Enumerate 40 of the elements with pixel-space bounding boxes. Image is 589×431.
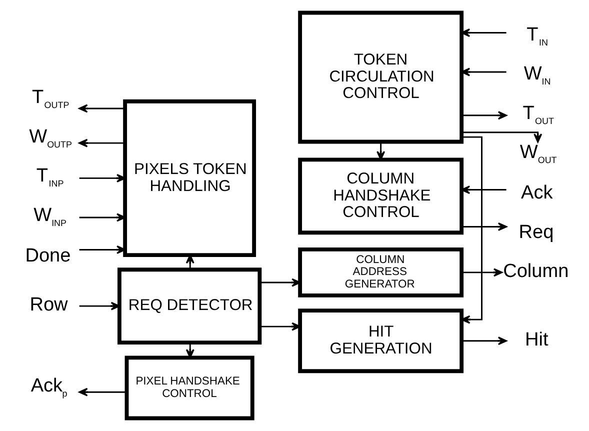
node-box: PIXELS TOKEN HANDLING: [122, 99, 256, 257]
arrow: [259, 278, 300, 287]
node-text: Req: [518, 222, 554, 243]
arrow: [78, 213, 126, 222]
arrow: [185, 254, 194, 270]
arrow: [185, 342, 194, 358]
node-text: Column: [502, 261, 568, 282]
node-text: W$_{OUT}$: [519, 142, 556, 166]
node-box: TOKEN CIRCULATION CONTROL: [298, 10, 464, 144]
node-text: W$_{INP}$: [33, 204, 66, 228]
node-box: HIT GENERATION: [298, 308, 464, 374]
node-text: T$_{OUTP}$: [31, 87, 69, 110]
arrow: [78, 302, 120, 310]
arrow: [461, 268, 502, 277]
arrow: [259, 322, 300, 331]
node-box: COLUMN HANDSHAKE CONTROL: [298, 158, 464, 235]
node-box: PIXEL HANDSHAKE CONTROL: [124, 356, 254, 420]
arrow: [78, 138, 124, 148]
node-text: Ack$_{p}$: [30, 375, 67, 398]
node-text: T$_{IN}$: [526, 24, 548, 48]
node-box: REQ DETECTOR: [116, 268, 262, 344]
node-text: T$_{OUT}$: [522, 102, 554, 126]
arrow: [78, 388, 126, 396]
arrow: [461, 111, 507, 120]
node-text: Row: [29, 294, 68, 316]
arrow: [461, 132, 542, 143]
arrow: [78, 245, 126, 254]
arrow: [461, 336, 507, 346]
node-text: Done: [24, 245, 70, 266]
node-box: COLUMN ADDRESS GENERATOR: [298, 247, 464, 298]
arrow: [78, 174, 126, 182]
node-text: Hit: [524, 329, 548, 350]
arrow: [460, 136, 482, 324]
node-text: T$_{INP}$: [36, 166, 64, 189]
arrow: [461, 222, 507, 231]
node-text: W$_{IN}$: [523, 64, 550, 87]
node-text: Ack: [520, 182, 552, 204]
arrow: [376, 142, 385, 160]
arrow: [78, 104, 124, 113]
node-text: W$_{OUTP}$: [28, 126, 72, 150]
